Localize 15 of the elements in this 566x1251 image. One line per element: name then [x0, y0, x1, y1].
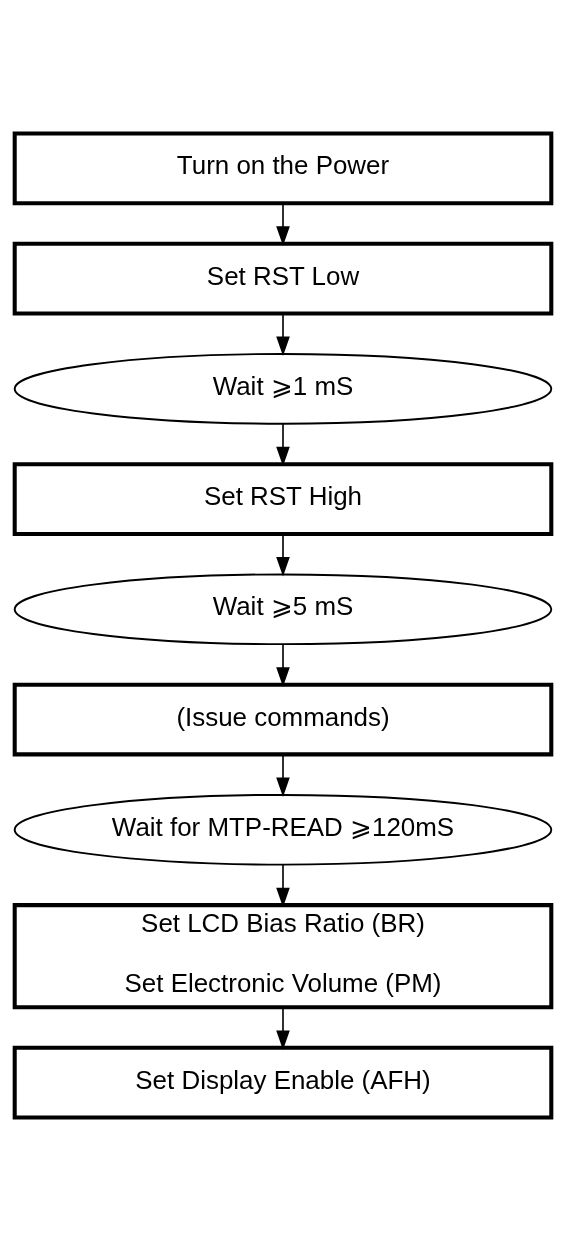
node-ellipse: Wait ⩾5 mS	[13, 573, 553, 646]
node-box: (Issue commands)	[12, 682, 554, 757]
node-box: Set RST Low	[12, 241, 554, 316]
arrow	[276, 753, 290, 797]
node-box: Set RST High	[12, 462, 554, 536]
node-box: Set Display Enable (AFH)	[12, 1045, 554, 1120]
arrow	[276, 1007, 290, 1050]
node-box: Set LCD Bias Ratio (BR) Set Electronic Volume (PM)	[12, 903, 554, 1010]
arrow	[276, 643, 290, 687]
node-box: Turn on the Power	[12, 131, 554, 206]
node-ellipse: Wait for MTP-READ ⩾120mS	[13, 793, 553, 866]
node-ellipse: Wait ⩾1 mS	[13, 353, 553, 425]
arrow	[276, 312, 290, 357]
arrow	[276, 202, 290, 246]
arrow	[276, 533, 290, 577]
